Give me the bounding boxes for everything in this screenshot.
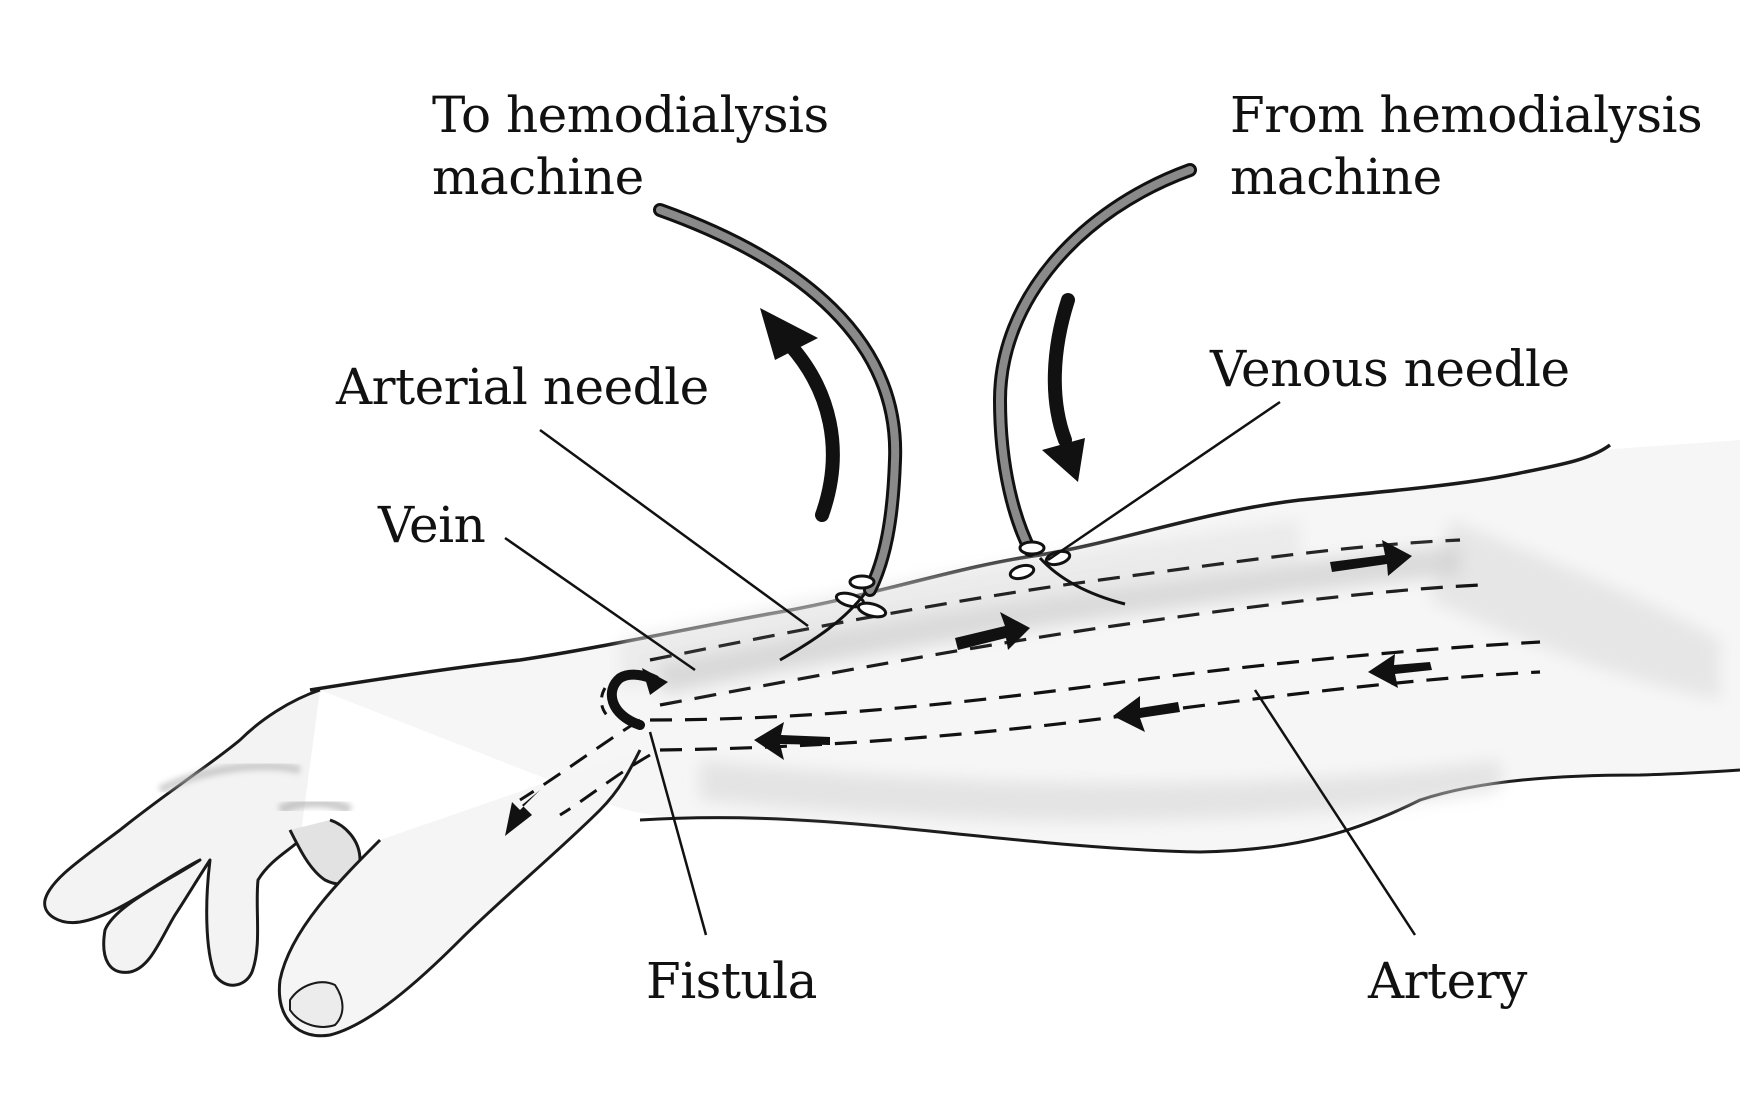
from-machine-label-line2: machine	[1230, 148, 1442, 206]
arterial-tube	[653, 203, 903, 597]
to-machine-label-line1: To hemodialysis	[432, 86, 829, 144]
artery-leader	[1253, 689, 1417, 936]
venous-tube	[992, 163, 1197, 557]
vein-vessel	[649, 538, 1481, 707]
venous-needle-leader	[1047, 400, 1281, 562]
from-machine-arrow	[1042, 293, 1085, 482]
leader-lines	[504, 400, 1417, 936]
distal-vessel	[519, 718, 651, 817]
from-machine-label: From hemodialysis machine	[1230, 84, 1703, 208]
artery-label: Artery	[1368, 952, 1527, 1010]
arterial-needle-leader	[539, 428, 809, 628]
fistula-leader	[648, 731, 708, 936]
arterial-needle	[779, 574, 888, 662]
to-machine-arrow	[760, 308, 840, 522]
fistula-label: Fistula	[646, 952, 817, 1010]
artery-flow-arrow	[505, 654, 1432, 836]
to-machine-label: To hemodialysis machine	[432, 84, 829, 208]
vein-leader	[504, 536, 696, 672]
vein-flow-arrow	[955, 540, 1412, 650]
venous-needle-label: Venous needle	[1210, 340, 1570, 398]
vein-label: Vein	[378, 496, 486, 554]
hand	[43, 688, 642, 1038]
fistula-shape	[599, 668, 668, 730]
venous-needle	[1008, 540, 1126, 606]
to-machine-label-line2: machine	[432, 148, 644, 206]
from-machine-label-line1: From hemodialysis	[1230, 86, 1703, 144]
arterial-needle-label: Arterial needle	[336, 358, 709, 416]
